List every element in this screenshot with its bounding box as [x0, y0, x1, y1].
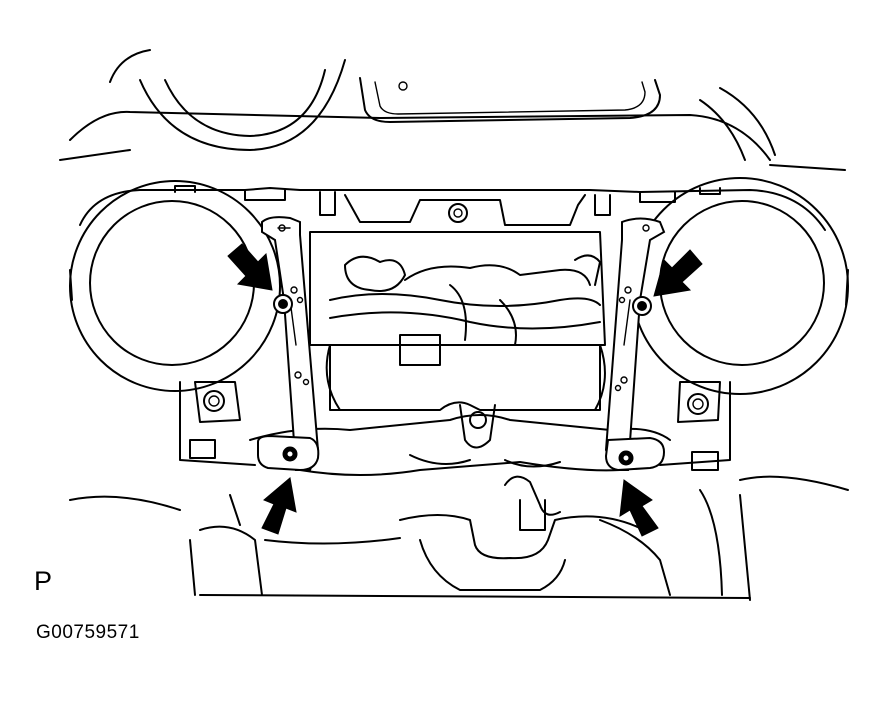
arrow-icon — [227, 243, 273, 291]
arrow-icon — [619, 479, 659, 537]
arrow-lower-right — [619, 479, 659, 537]
arrow-upper-left — [227, 243, 273, 291]
side-panels — [179, 381, 731, 471]
clip-icon — [278, 299, 288, 309]
figure-id: G00759571 — [36, 622, 140, 643]
clip-icon — [637, 301, 647, 311]
right-bracket — [604, 217, 666, 472]
arrow-upper-right — [653, 249, 703, 297]
arrow-icon — [261, 477, 297, 535]
center-cluster-bezel — [79, 185, 826, 231]
wiring-harness-cavity — [309, 231, 606, 366]
arrow-icon — [653, 249, 703, 297]
left-bracket — [257, 216, 320, 472]
lower-dash-area — [69, 475, 849, 601]
view-label: P — [34, 566, 53, 596]
arrow-lower-left — [261, 477, 297, 535]
upper-instrument-panel — [59, 49, 846, 171]
